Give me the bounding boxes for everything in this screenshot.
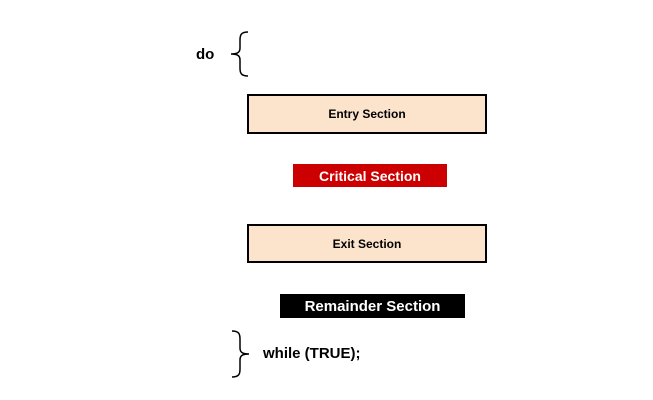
remainder-section-bar: Remainder Section xyxy=(280,294,465,318)
entry-section-box: Entry Section xyxy=(247,94,487,134)
do-label: do xyxy=(196,46,215,63)
open-curly-brace-icon xyxy=(230,31,249,77)
critical-section-bar: Critical Section xyxy=(293,164,447,187)
while-label: while (TRUE); xyxy=(263,345,361,362)
exit-section-box: Exit Section xyxy=(247,224,487,263)
close-curly-brace-icon xyxy=(231,330,250,378)
